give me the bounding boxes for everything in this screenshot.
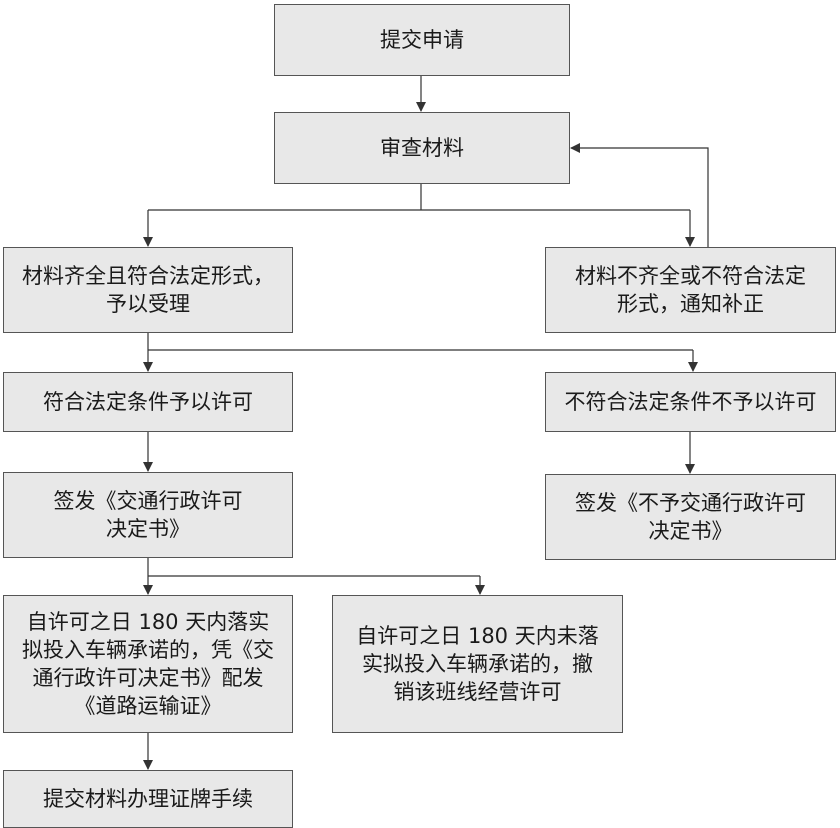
node-revoke-license: 自许可之日 180 天内未落 实拟投入车辆承诺的，撤 销该班线经营许可 bbox=[332, 595, 623, 733]
node-issue-cert-label: 自许可之日 180 天内落实 拟投入车辆承诺的，凭《交 通行政许可决定书》配发 … bbox=[22, 610, 274, 718]
node-submit-label: 提交申请 bbox=[380, 28, 464, 52]
node-revoke-label: 自许可之日 180 天内未落 实拟投入车辆承诺的，撤 销该班线经营许可 bbox=[356, 624, 599, 704]
node-issue-label: 签发《交通行政许可 决定书》 bbox=[53, 489, 243, 541]
node-notify-label: 材料不齐全或不符合法定 形式，通知补正 bbox=[575, 264, 806, 316]
node-issue-denial-decision: 签发《不予交通行政许可 决定书》 bbox=[545, 474, 836, 560]
node-notify-supplement: 材料不齐全或不符合法定 形式，通知补正 bbox=[545, 247, 836, 333]
node-submit-application: 提交申请 bbox=[274, 4, 570, 76]
node-permit-label: 符合法定条件予以许可 bbox=[43, 390, 253, 414]
node-issue-transport-cert: 自许可之日 180 天内落实 拟投入车辆承诺的，凭《交 通行政许可决定书》配发 … bbox=[3, 595, 293, 733]
node-accept-label: 材料齐全且符合法定形式， 予以受理 bbox=[22, 264, 274, 316]
node-accept: 材料齐全且符合法定形式， 予以受理 bbox=[3, 247, 293, 333]
node-review-label: 审查材料 bbox=[380, 136, 464, 160]
node-deny-label: 不符合法定条件不予以许可 bbox=[564, 390, 817, 414]
node-issue-decision: 签发《交通行政许可 决定书》 bbox=[3, 472, 293, 558]
node-deny: 不符合法定条件不予以许可 bbox=[545, 372, 836, 432]
arrow-notify-back-to-review bbox=[570, 143, 709, 247]
node-final-label: 提交材料办理证牌手续 bbox=[43, 787, 253, 811]
node-review-materials: 审查材料 bbox=[274, 112, 570, 184]
node-submit-cert-procedures: 提交材料办理证牌手续 bbox=[3, 770, 293, 828]
node-issue-no-label: 签发《不予交通行政许可 决定书》 bbox=[575, 491, 806, 543]
node-permit: 符合法定条件予以许可 bbox=[3, 372, 293, 432]
